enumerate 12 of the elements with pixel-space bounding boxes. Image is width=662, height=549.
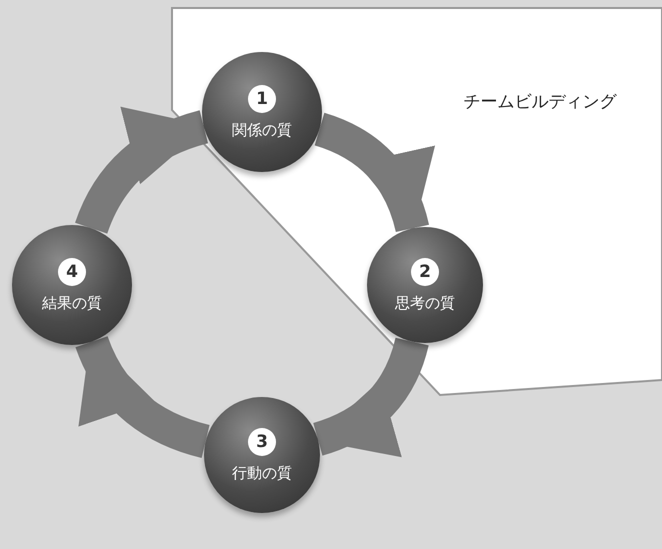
- step-number-badge: 3: [248, 428, 276, 456]
- step-label: 行動の質: [232, 464, 292, 482]
- step-number-badge: 1: [248, 84, 276, 112]
- step-number-badge: 4: [58, 258, 86, 286]
- step-label: 関係の質: [232, 120, 292, 140]
- cycle-arrow: [312, 337, 429, 456]
- step-number-badge: 2: [411, 258, 439, 286]
- title-text: チームビルディング: [462, 91, 618, 113]
- cycle-arrow: [75, 110, 209, 234]
- step-label: 結果の質: [42, 294, 102, 312]
- cycle-arrow: [314, 112, 432, 233]
- step-label: 思考の質: [395, 294, 455, 312]
